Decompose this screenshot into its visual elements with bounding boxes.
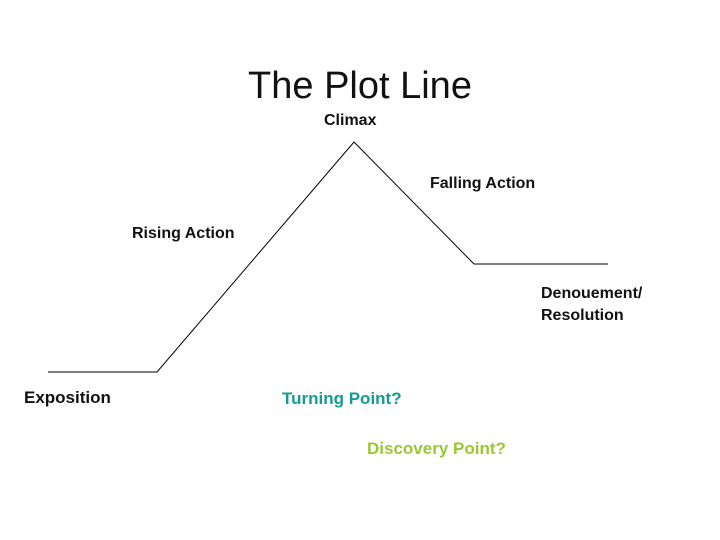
label-discovery-point: Discovery Point? bbox=[367, 439, 506, 458]
label-denouement-resolution: Denouement/ Resolution bbox=[541, 283, 642, 327]
plot-line bbox=[48, 141, 608, 373]
slide-title: The Plot Line bbox=[248, 65, 472, 108]
label-rising-action: Rising Action bbox=[132, 225, 235, 242]
label-climax: Climax bbox=[324, 112, 377, 129]
label-turning-point: Turning Point? bbox=[282, 389, 402, 408]
label-denouement-line1: Denouement/ bbox=[541, 285, 643, 302]
label-falling-action: Falling Action bbox=[430, 175, 536, 192]
label-exposition: Exposition bbox=[24, 388, 111, 407]
label-denouement-line2: Resolution bbox=[541, 307, 624, 324]
